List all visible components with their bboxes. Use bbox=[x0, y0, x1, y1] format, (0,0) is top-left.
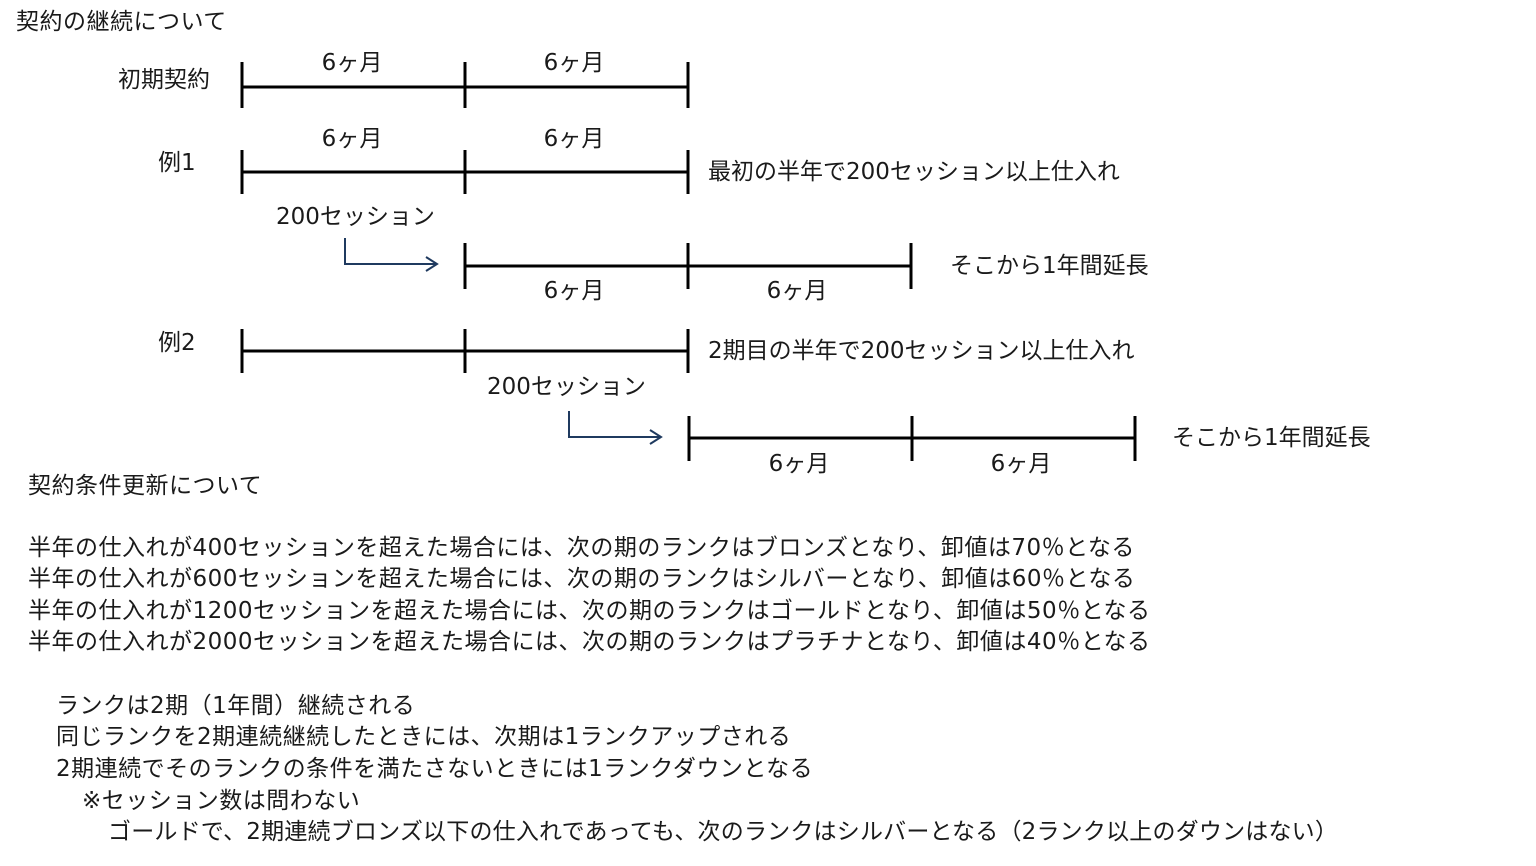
timeline-example1-extension bbox=[463, 243, 913, 289]
timeline-initial bbox=[240, 62, 690, 108]
example1-segment2-label: 6ヶ月 bbox=[543, 126, 605, 152]
renewal-note-rankdown: 2期連続でそのランクの条件を満たさないときには1ランクダウンとなる bbox=[56, 756, 814, 782]
arrow-example1 bbox=[344, 238, 439, 272]
arrow-example2 bbox=[568, 411, 663, 445]
example2-label: 例2 bbox=[158, 330, 196, 356]
renewal-remark: ※セッション数は問わない bbox=[82, 788, 361, 814]
initial-segment1-label: 6ヶ月 bbox=[321, 50, 383, 76]
renewal-rule-platinum: 半年の仕入れが2000セッションを超えた場合には、次の期のランクはプラチナとなり… bbox=[28, 629, 1151, 655]
page-title: 契約の継続について bbox=[16, 9, 227, 35]
renewal-note-rankup: 同じランクを2期連続継続したときには、次期は1ランクアップされる bbox=[56, 724, 792, 750]
example2-note: 2期目の半年で200セッション以上仕入れ bbox=[708, 338, 1135, 364]
timeline-example2-extension bbox=[687, 416, 1137, 461]
example1-label: 例1 bbox=[158, 150, 196, 176]
example1-ext-note: そこから1年間延長 bbox=[950, 253, 1149, 279]
example2-ext-note: そこから1年間延長 bbox=[1172, 425, 1371, 451]
example1-ext-segment1-label: 6ヶ月 bbox=[543, 278, 605, 304]
renewal-rule-silver: 半年の仕入れが600セッションを超えた場合には、次の期のランクはシルバーとなり、… bbox=[28, 566, 1136, 592]
initial-label: 初期契約 bbox=[118, 67, 210, 93]
example2-ext-segment1-label: 6ヶ月 bbox=[768, 451, 830, 477]
example1-sessions: 200セッション bbox=[276, 204, 435, 230]
example1-segment1-label: 6ヶ月 bbox=[321, 126, 383, 152]
timeline-example1 bbox=[240, 150, 690, 194]
example2-sessions: 200セッション bbox=[487, 374, 646, 400]
example1-note: 最初の半年で200セッション以上仕入れ bbox=[708, 159, 1120, 185]
renewal-remark-detail: ゴールドで、2期連続ブロンズ以下の仕入れであっても、次のランクはシルバーとなる（… bbox=[108, 819, 1339, 845]
initial-segment2-label: 6ヶ月 bbox=[543, 50, 605, 76]
example1-ext-segment2-label: 6ヶ月 bbox=[766, 278, 828, 304]
example2-ext-segment2-label: 6ヶ月 bbox=[990, 451, 1052, 477]
renewal-heading: 契約条件更新について bbox=[28, 473, 263, 499]
renewal-rule-bronze: 半年の仕入れが400セッションを超えた場合には、次の期のランクはブロンズとなり、… bbox=[28, 535, 1135, 561]
renewal-note-duration: ランクは2期（1年間）継続される bbox=[56, 693, 416, 719]
renewal-rule-gold: 半年の仕入れが1200セッションを超えた場合には、次の期のランクはゴールドとなり… bbox=[28, 598, 1151, 624]
timeline-example2 bbox=[240, 329, 690, 373]
